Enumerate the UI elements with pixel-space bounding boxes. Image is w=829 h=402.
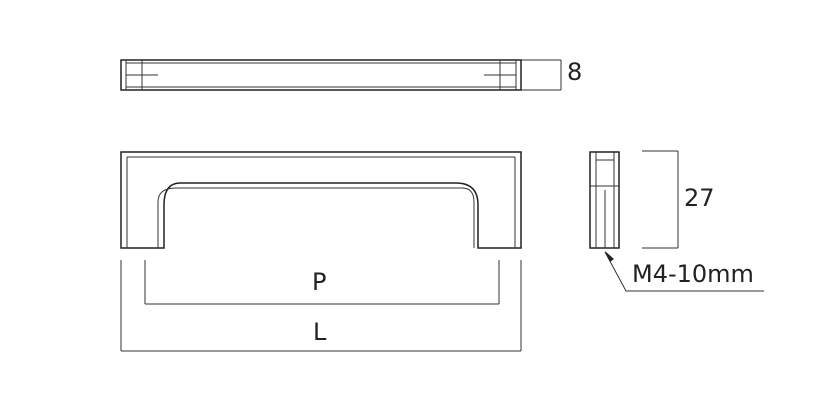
front-view-inner-arch-line xyxy=(157,187,475,248)
front-view xyxy=(120,151,522,249)
height-dimension xyxy=(642,150,679,249)
thread-specification-label: M4-10mm xyxy=(632,260,754,288)
top-view-outline xyxy=(120,59,522,91)
thickness-dimension xyxy=(521,59,562,91)
thread-leader-arrowhead xyxy=(605,251,614,262)
center-distance-dimension xyxy=(144,260,500,305)
height-dimension-label: 27 xyxy=(684,184,715,212)
top-view xyxy=(120,59,522,91)
front-view-outline xyxy=(120,151,522,249)
center-distance-label: P xyxy=(312,268,327,296)
thread-callout xyxy=(604,251,764,292)
overall-length-dimension xyxy=(120,260,522,352)
overall-length-label: L xyxy=(313,318,327,346)
side-view xyxy=(589,151,620,249)
thickness-dimension-label: 8 xyxy=(567,58,583,86)
thread-leader-line xyxy=(604,251,764,292)
